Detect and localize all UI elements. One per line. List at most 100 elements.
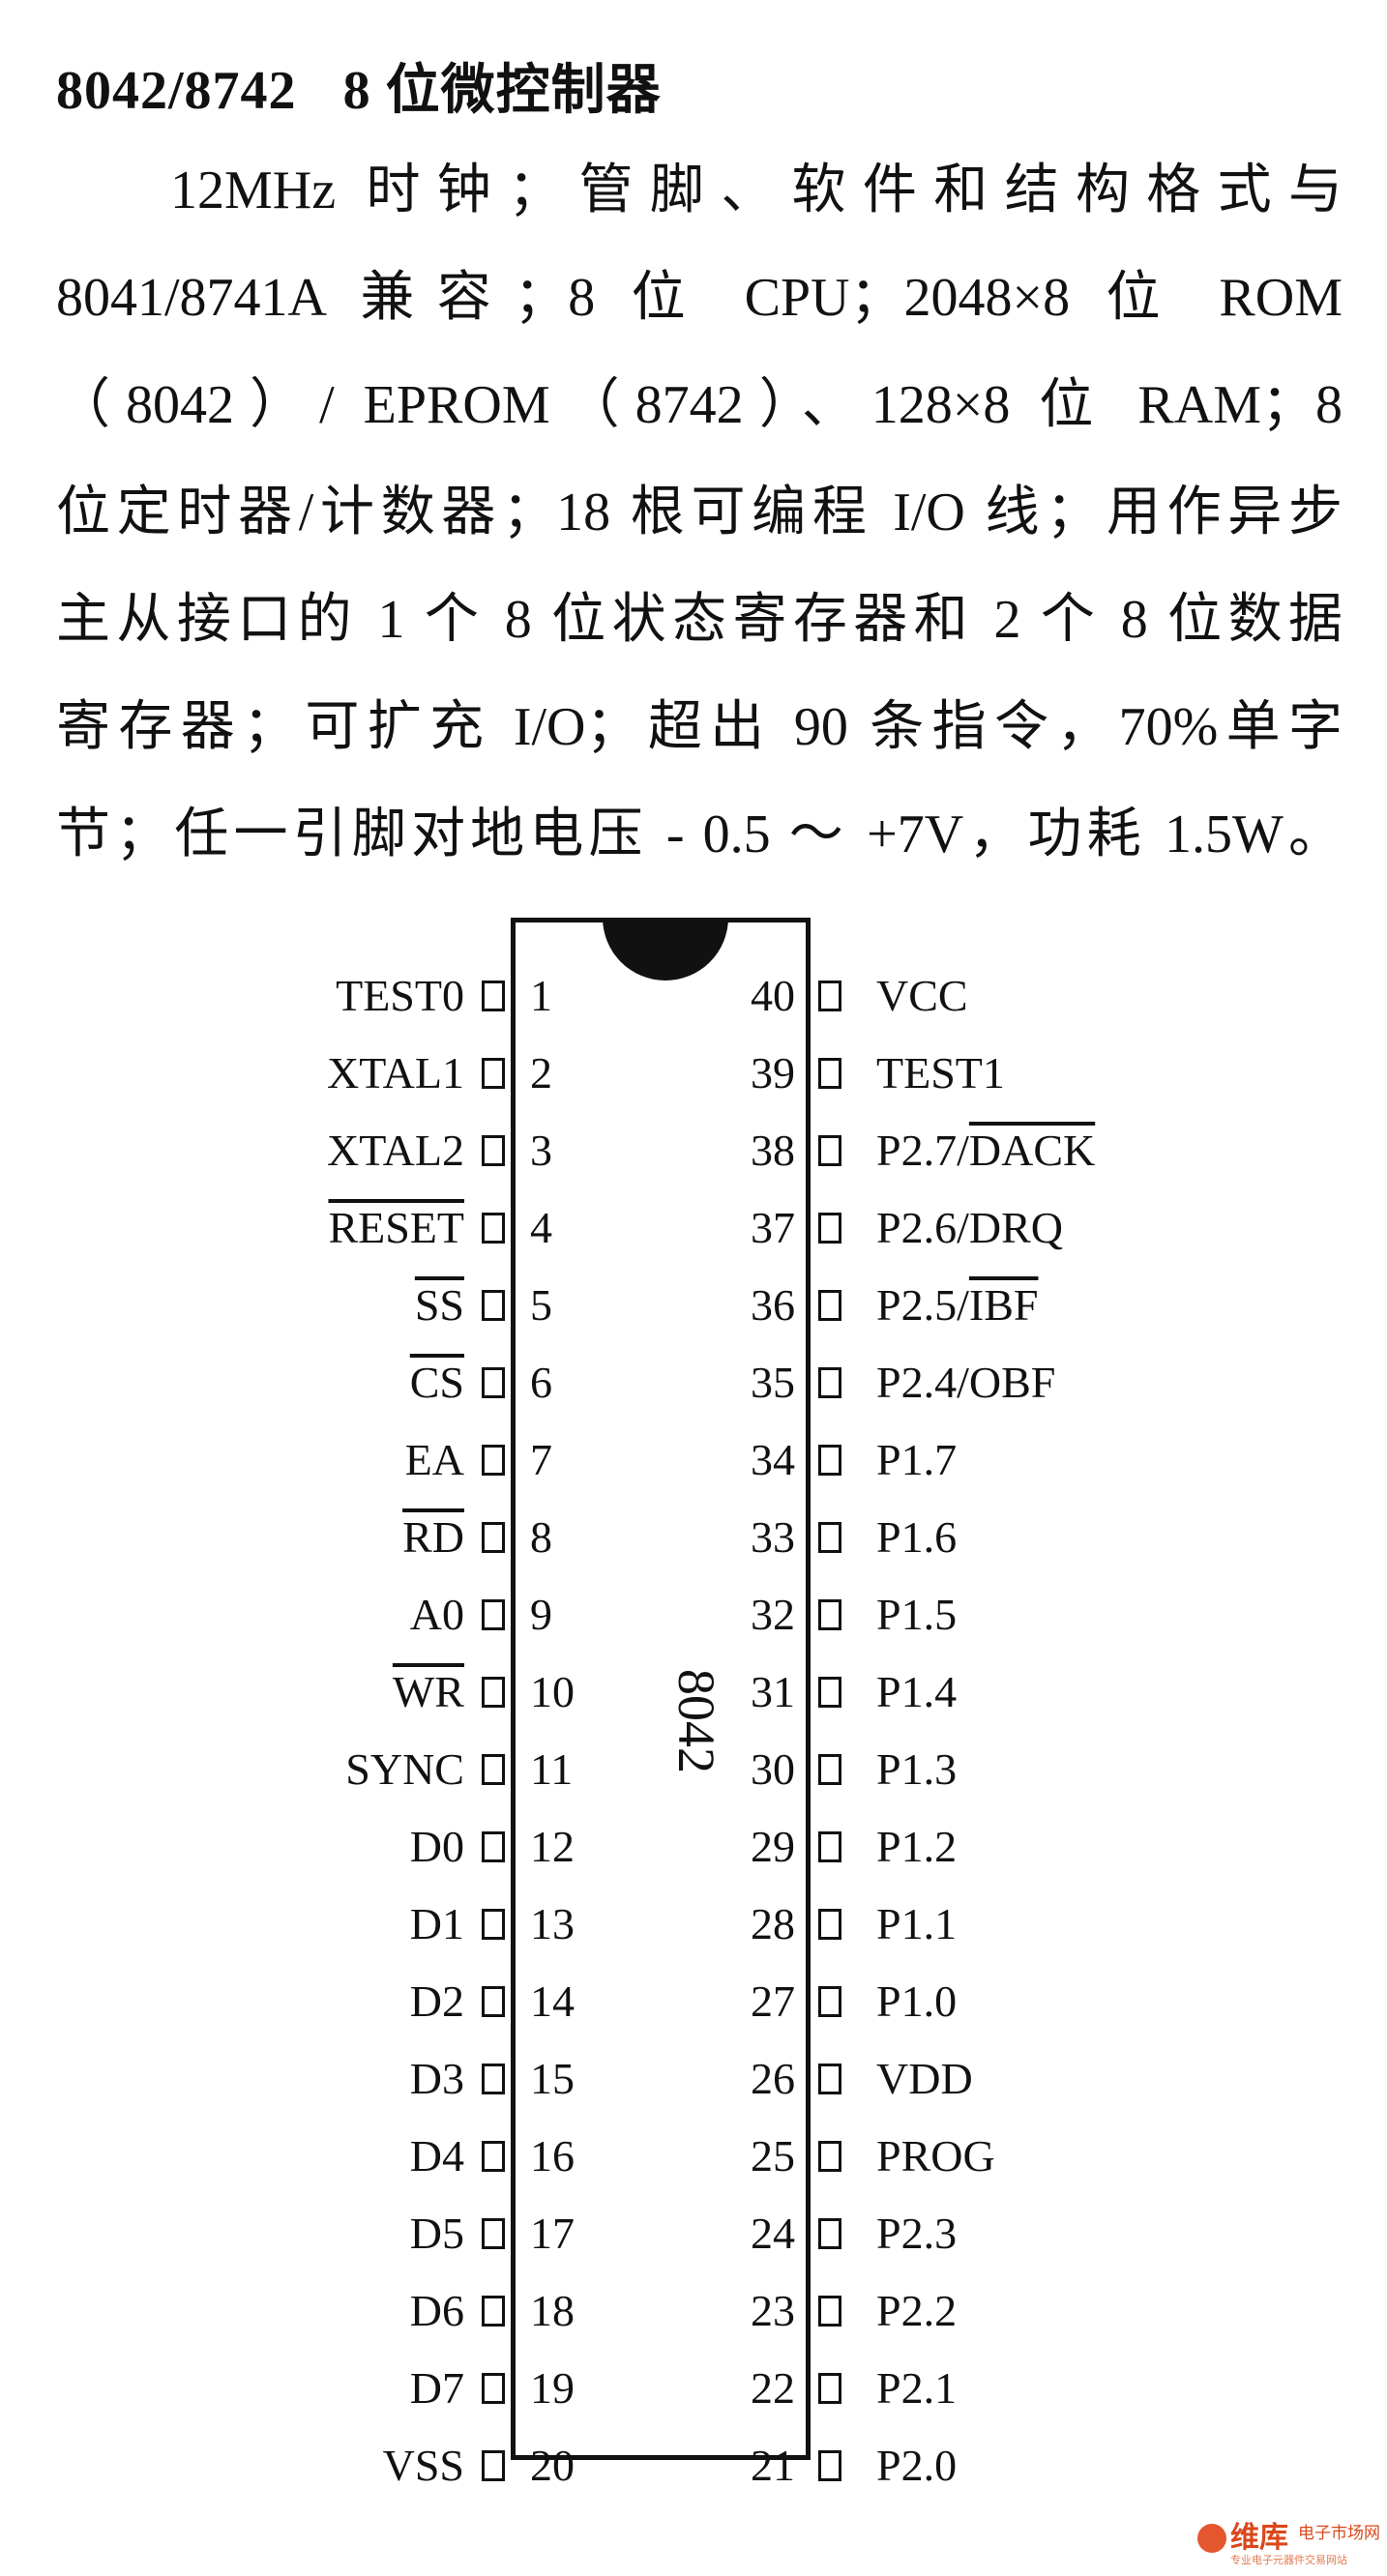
pin-label: SS	[414, 1280, 464, 1330]
pin-number: 13	[530, 1899, 575, 1948]
pin-label-active-low: IBF	[968, 1280, 1039, 1330]
pin-label: CS	[409, 1358, 464, 1407]
pin-box	[482, 1599, 505, 1630]
pin-number: 17	[530, 2209, 575, 2258]
pin-label: P1.5	[876, 1591, 957, 1639]
pin-box	[818, 1986, 841, 2017]
description-line: 寄存器；可扩充 I/O；超出 90 条指令，70%单字	[56, 697, 1343, 757]
pin-label: D7	[409, 2363, 464, 2413]
description-line: （8042）/ EPROM（8742）、128×8 位 RAM；8	[56, 375, 1343, 435]
pin-box	[482, 1522, 505, 1553]
pin-box	[818, 1677, 841, 1708]
chip-body	[511, 918, 811, 2460]
pin-box	[482, 1831, 505, 1862]
pin-number: 33	[751, 1512, 795, 1562]
pin-box	[482, 2218, 505, 2249]
pin-number: 10	[530, 1667, 575, 1716]
pin-number: 6	[530, 1358, 552, 1407]
pin-label: P1.7	[876, 1436, 957, 1484]
pin-box	[818, 1367, 841, 1398]
pin-box	[482, 2064, 505, 2094]
pin-box	[818, 2296, 841, 2327]
pin-number: 18	[530, 2286, 575, 2335]
pin-label: P1.4	[876, 1668, 957, 1716]
pin-number: 7	[530, 1435, 552, 1484]
pin-label: TEST0	[336, 971, 464, 1020]
pin-number: 2	[530, 1048, 552, 1098]
watermark-logo-icon	[1197, 2524, 1226, 2553]
pin-label: P1.3	[876, 1745, 957, 1794]
pin-box	[482, 1290, 505, 1321]
description-paragraph: 12MHz 时钟；管脚、软件和结构格式与 8041/8741A 兼容；8 位 C…	[56, 137, 1343, 889]
pin-label: SYNC	[345, 1744, 464, 1794]
pin-number: 29	[751, 1822, 795, 1871]
pin-label: VDD	[876, 2055, 973, 2103]
description-line: 8041/8741A 兼容；8 位 CPU；2048×8 位 ROM	[56, 268, 1343, 328]
part-description: 8 位微控制器	[342, 61, 662, 121]
watermark-main: 维库	[1230, 2521, 1288, 2555]
pin-number: 37	[751, 1203, 795, 1252]
pin-number: 35	[751, 1358, 795, 1407]
pin-label: P2.4/OBF	[876, 1359, 1055, 1407]
pin-label: P2.2	[876, 2287, 957, 2335]
pin-label: VSS	[382, 2441, 464, 2490]
pin-box	[818, 2373, 841, 2404]
pin-label-text: P1.0	[876, 1976, 958, 2026]
pin-label: P2.7/DACK	[876, 1127, 1095, 1175]
pin-box	[482, 1754, 505, 1785]
description-line: 12MHz 时钟；管脚、软件和结构格式与	[170, 161, 1343, 220]
pin-label: P2.6/DRQ	[876, 1204, 1063, 1252]
pin-label: P1.2	[876, 1823, 957, 1871]
pin-number: 9	[530, 1590, 552, 1639]
pin-box	[818, 1135, 841, 1166]
pin-label: D1	[409, 1899, 464, 1948]
pin-box	[818, 2450, 841, 2481]
pin-number: 5	[530, 1280, 552, 1330]
pin-label: EA	[404, 1435, 464, 1484]
pin-label-text: P1.4	[876, 1667, 958, 1716]
pin-number: 8	[530, 1512, 552, 1562]
pin-label-text: VCC	[876, 971, 968, 1020]
pin-number: 20	[530, 2441, 575, 2490]
pin-box	[818, 1290, 841, 1321]
pin-label: XTAL1	[327, 1048, 464, 1098]
pin-label: RESET	[328, 1203, 464, 1252]
pin-label-text: P1.2	[876, 1822, 958, 1871]
pin-box	[818, 1599, 841, 1630]
pin-label: A0	[409, 1590, 464, 1639]
pin-number: 22	[751, 2363, 795, 2413]
pin-box	[818, 1445, 841, 1476]
pin-number: 27	[751, 1976, 795, 2026]
pin-box	[482, 1445, 505, 1476]
pin-label: TEST1	[876, 1049, 1005, 1098]
pin-number: 26	[751, 2054, 795, 2103]
pin-label-text: P2.4/OBF	[876, 1358, 1056, 1407]
pin-label: RD	[402, 1512, 464, 1562]
pin-number: 36	[751, 1280, 795, 1330]
pin-number: 11	[530, 1744, 574, 1794]
pin-label: D4	[409, 2131, 464, 2181]
pin-box	[818, 2141, 841, 2172]
pin-label-text: P2.7/	[876, 1126, 969, 1175]
pin-box	[482, 1058, 505, 1089]
pin-box	[818, 1213, 841, 1244]
pin-number: 34	[751, 1435, 795, 1484]
pin-number: 39	[751, 1048, 795, 1098]
pin-label: P2.0	[876, 2442, 957, 2490]
pin-number: 32	[751, 1590, 795, 1639]
pin-label: WR	[392, 1667, 464, 1716]
pin-box	[818, 1754, 841, 1785]
pin-box	[818, 1909, 841, 1940]
pin-box	[482, 2373, 505, 2404]
pin-label: XTAL2	[327, 1126, 464, 1175]
pin-number: 15	[530, 2054, 575, 2103]
pin-box	[818, 2064, 841, 2094]
pin-number: 24	[751, 2209, 795, 2258]
pin-label: D6	[409, 2286, 464, 2335]
pin-number: 16	[530, 2131, 575, 2181]
pin-box	[482, 1367, 505, 1398]
pin-number: 14	[530, 1976, 575, 2026]
pin-label-text: TEST1	[876, 1048, 1005, 1098]
pin-number: 23	[751, 2286, 795, 2335]
